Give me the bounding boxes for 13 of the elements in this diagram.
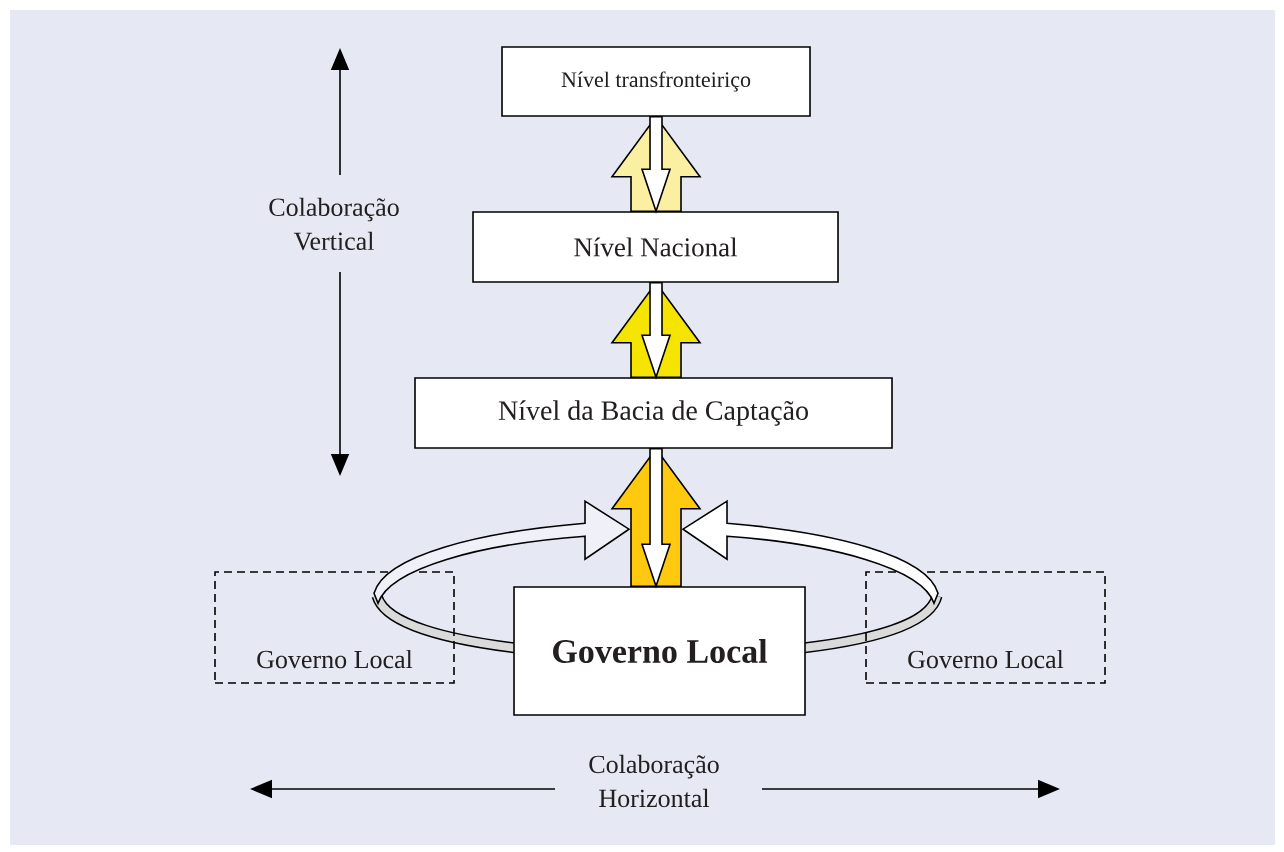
level-box: Nível transfronteiriço (501, 46, 811, 117)
dashed-box: Governo Local (214, 571, 455, 684)
level-box: Nível da Bacia de Captação (414, 377, 893, 449)
level-box: Nível Nacional (472, 211, 839, 283)
block-arrow (640, 116, 672, 214)
block-arrow (640, 282, 672, 380)
axis-label: Colaboração Vertical (269, 197, 399, 251)
curved-arrow (682, 500, 939, 604)
block-arrow (640, 448, 672, 589)
curved-arrow (373, 500, 630, 604)
dashed-box: Governo Local (865, 571, 1106, 684)
axis-label: Colaboração Horizontal (589, 754, 719, 808)
level-box: Governo Local (513, 586, 806, 716)
